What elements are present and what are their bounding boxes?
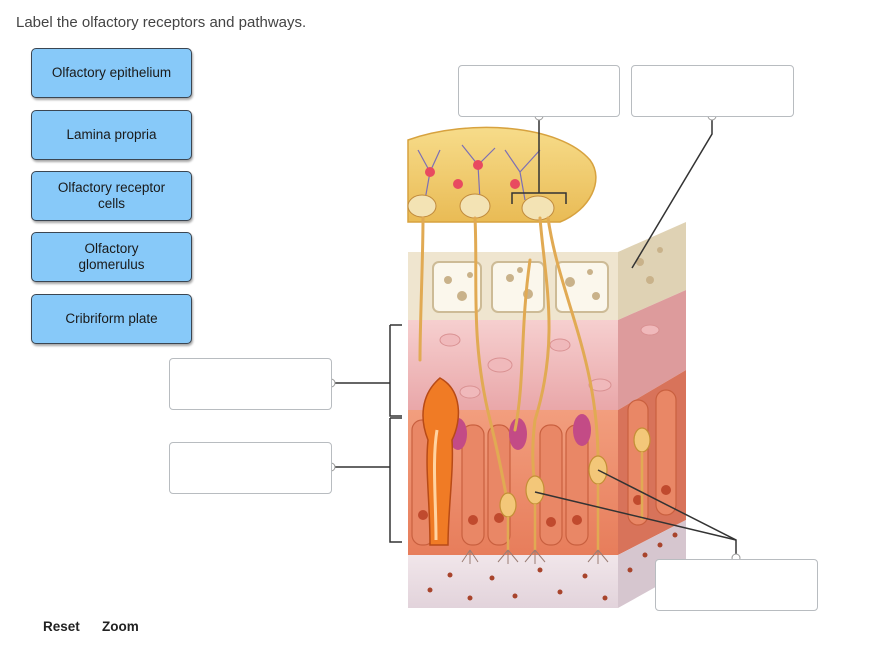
label-chip-text: Olfactory epithelium	[51, 65, 172, 80]
cell-nuclei	[418, 485, 671, 527]
mucus-dots	[427, 532, 678, 601]
label-chip-text: Olfactory receptor cells	[57, 180, 166, 211]
drop-target-glomerulus[interactable]	[458, 65, 620, 117]
leader-lines	[331, 116, 737, 558]
drop-target-lamina[interactable]	[169, 358, 332, 410]
mucus-layer	[408, 555, 618, 608]
instructions: Label the olfactory receptors and pathwa…	[16, 14, 307, 31]
olfactory-cilia	[461, 549, 609, 564]
drop-target-epithelium[interactable]	[169, 442, 332, 494]
lamina-cells	[439, 324, 660, 399]
drop-target-receptor-cells[interactable]	[655, 559, 818, 611]
label-chip-cribriform-plate[interactable]: Cribriform plate	[31, 294, 192, 344]
olfactory-gland	[422, 377, 460, 546]
glomeruli	[407, 193, 555, 221]
label-chip-text: Cribriform plate	[65, 311, 158, 326]
mitral-cell-bodies	[425, 160, 520, 189]
zoom-button[interactable]: Zoom	[102, 619, 139, 634]
block-side-bone	[618, 222, 686, 320]
olfactory-bulb	[407, 126, 597, 223]
block-side-mucus	[618, 520, 686, 608]
receptor-axons	[418, 216, 600, 507]
drop-target-cribriform[interactable]	[631, 65, 794, 117]
label-chip-olfactory-epithelium[interactable]: Olfactory epithelium	[31, 48, 192, 98]
label-chip-text: Lamina propria	[66, 127, 157, 142]
receptor-dendrites	[506, 452, 644, 550]
reset-button[interactable]: Reset	[43, 619, 80, 634]
label-chip-olfactory-receptor-cells[interactable]: Olfactory receptor cells	[31, 171, 192, 221]
label-chip-olfactory-glomerulus[interactable]: Olfactory glomerulus	[31, 232, 192, 282]
label-chip-lamina-propria[interactable]: Lamina propria	[31, 110, 192, 160]
receptor-cell-bodies	[499, 427, 651, 518]
label-chip-text: Olfactory glomerulus	[78, 241, 145, 272]
